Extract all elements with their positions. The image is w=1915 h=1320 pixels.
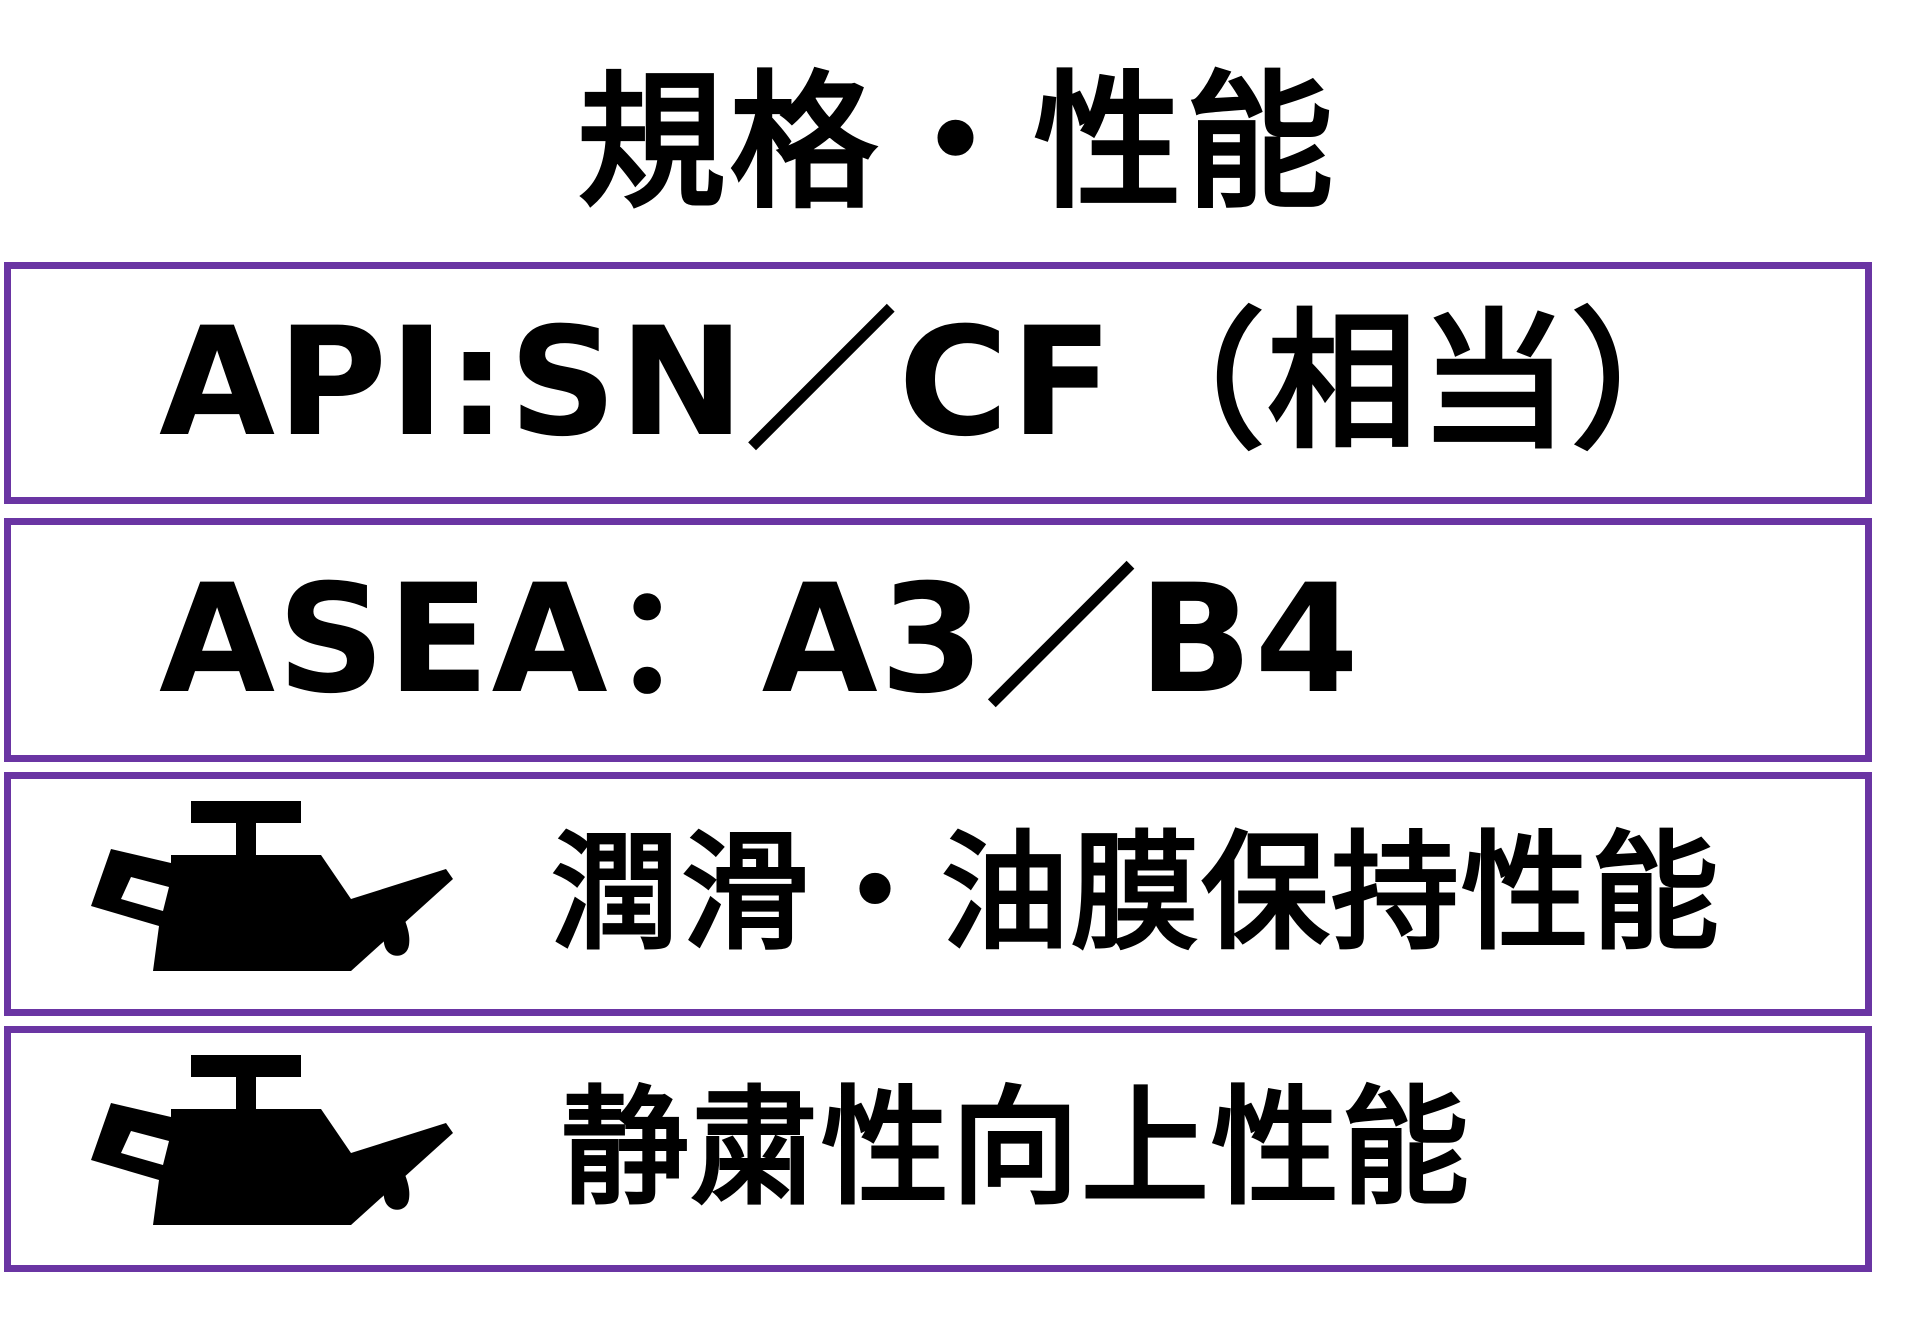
feature-lubrication-text: 潤滑・油膜保持性能 <box>551 819 1722 968</box>
spec-api-text: API:SN／CF（相当） <box>159 296 1723 470</box>
feature-panel-lubrication: 潤滑・油膜保持性能 <box>4 772 1872 1016</box>
oil-can-icon <box>91 1055 453 1225</box>
feature-quietness-text: 静粛性向上性能 <box>561 1074 1472 1223</box>
spec-asea-text: ASEA：A3／B4 <box>159 553 1361 727</box>
feature-panel-quietness: 静粛性向上性能 <box>4 1026 1872 1272</box>
spec-panel-asea: ASEA：A3／B4 <box>4 518 1872 762</box>
spec-panel-api: API:SN／CF（相当） <box>4 262 1872 504</box>
oil-can-icon <box>91 801 453 971</box>
page-title: 規格・性能 <box>577 57 1338 229</box>
